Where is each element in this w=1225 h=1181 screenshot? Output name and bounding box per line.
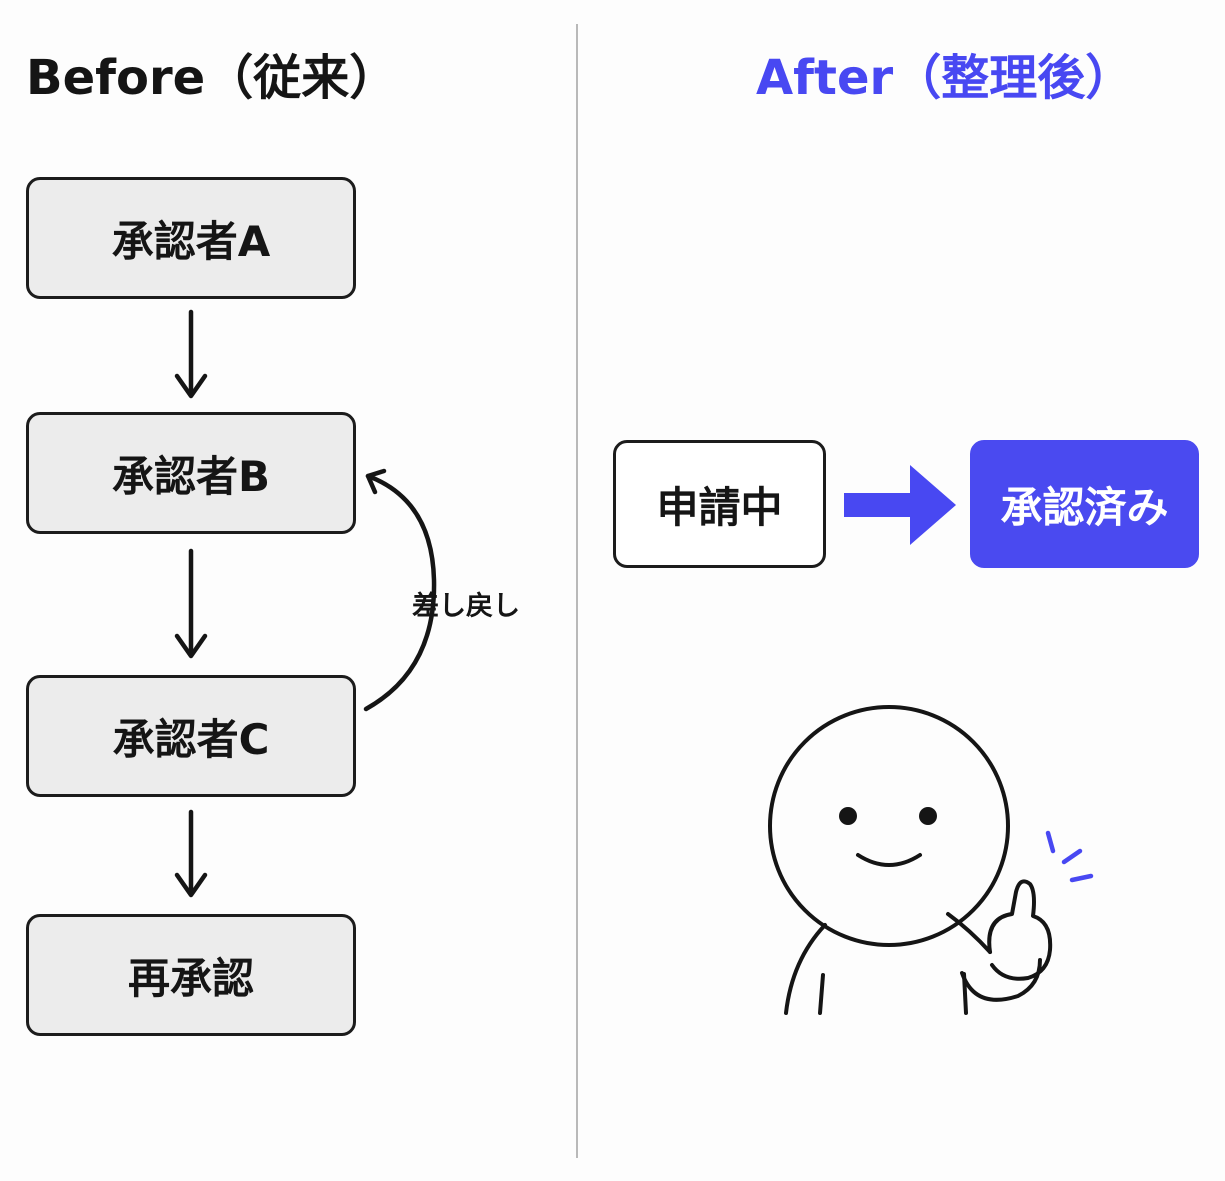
arrow-a-to-b-icon [174, 309, 208, 399]
before-title: Before（従来） [26, 50, 398, 106]
thick-right-arrow-icon [844, 465, 956, 545]
state-approved: 承認済み [970, 440, 1199, 568]
smiling-thumbs-up-figure-icon [768, 705, 1053, 1015]
step-reapproval: 再承認 [26, 914, 356, 1036]
return-label: 差し戻し [412, 591, 520, 622]
arrow-b-to-c-icon [174, 548, 208, 659]
step-approver-b: 承認者B [26, 412, 356, 534]
arrow-c-to-reapproval-icon [174, 809, 208, 898]
step-approver-c: 承認者C [26, 675, 356, 797]
state-pending: 申請中 [613, 440, 826, 568]
after-title: After（整理後） [756, 50, 1134, 106]
step-approver-a: 承認者A [26, 177, 356, 299]
section-divider [576, 24, 578, 1158]
sparkle-lines-icon [1045, 830, 1094, 883]
